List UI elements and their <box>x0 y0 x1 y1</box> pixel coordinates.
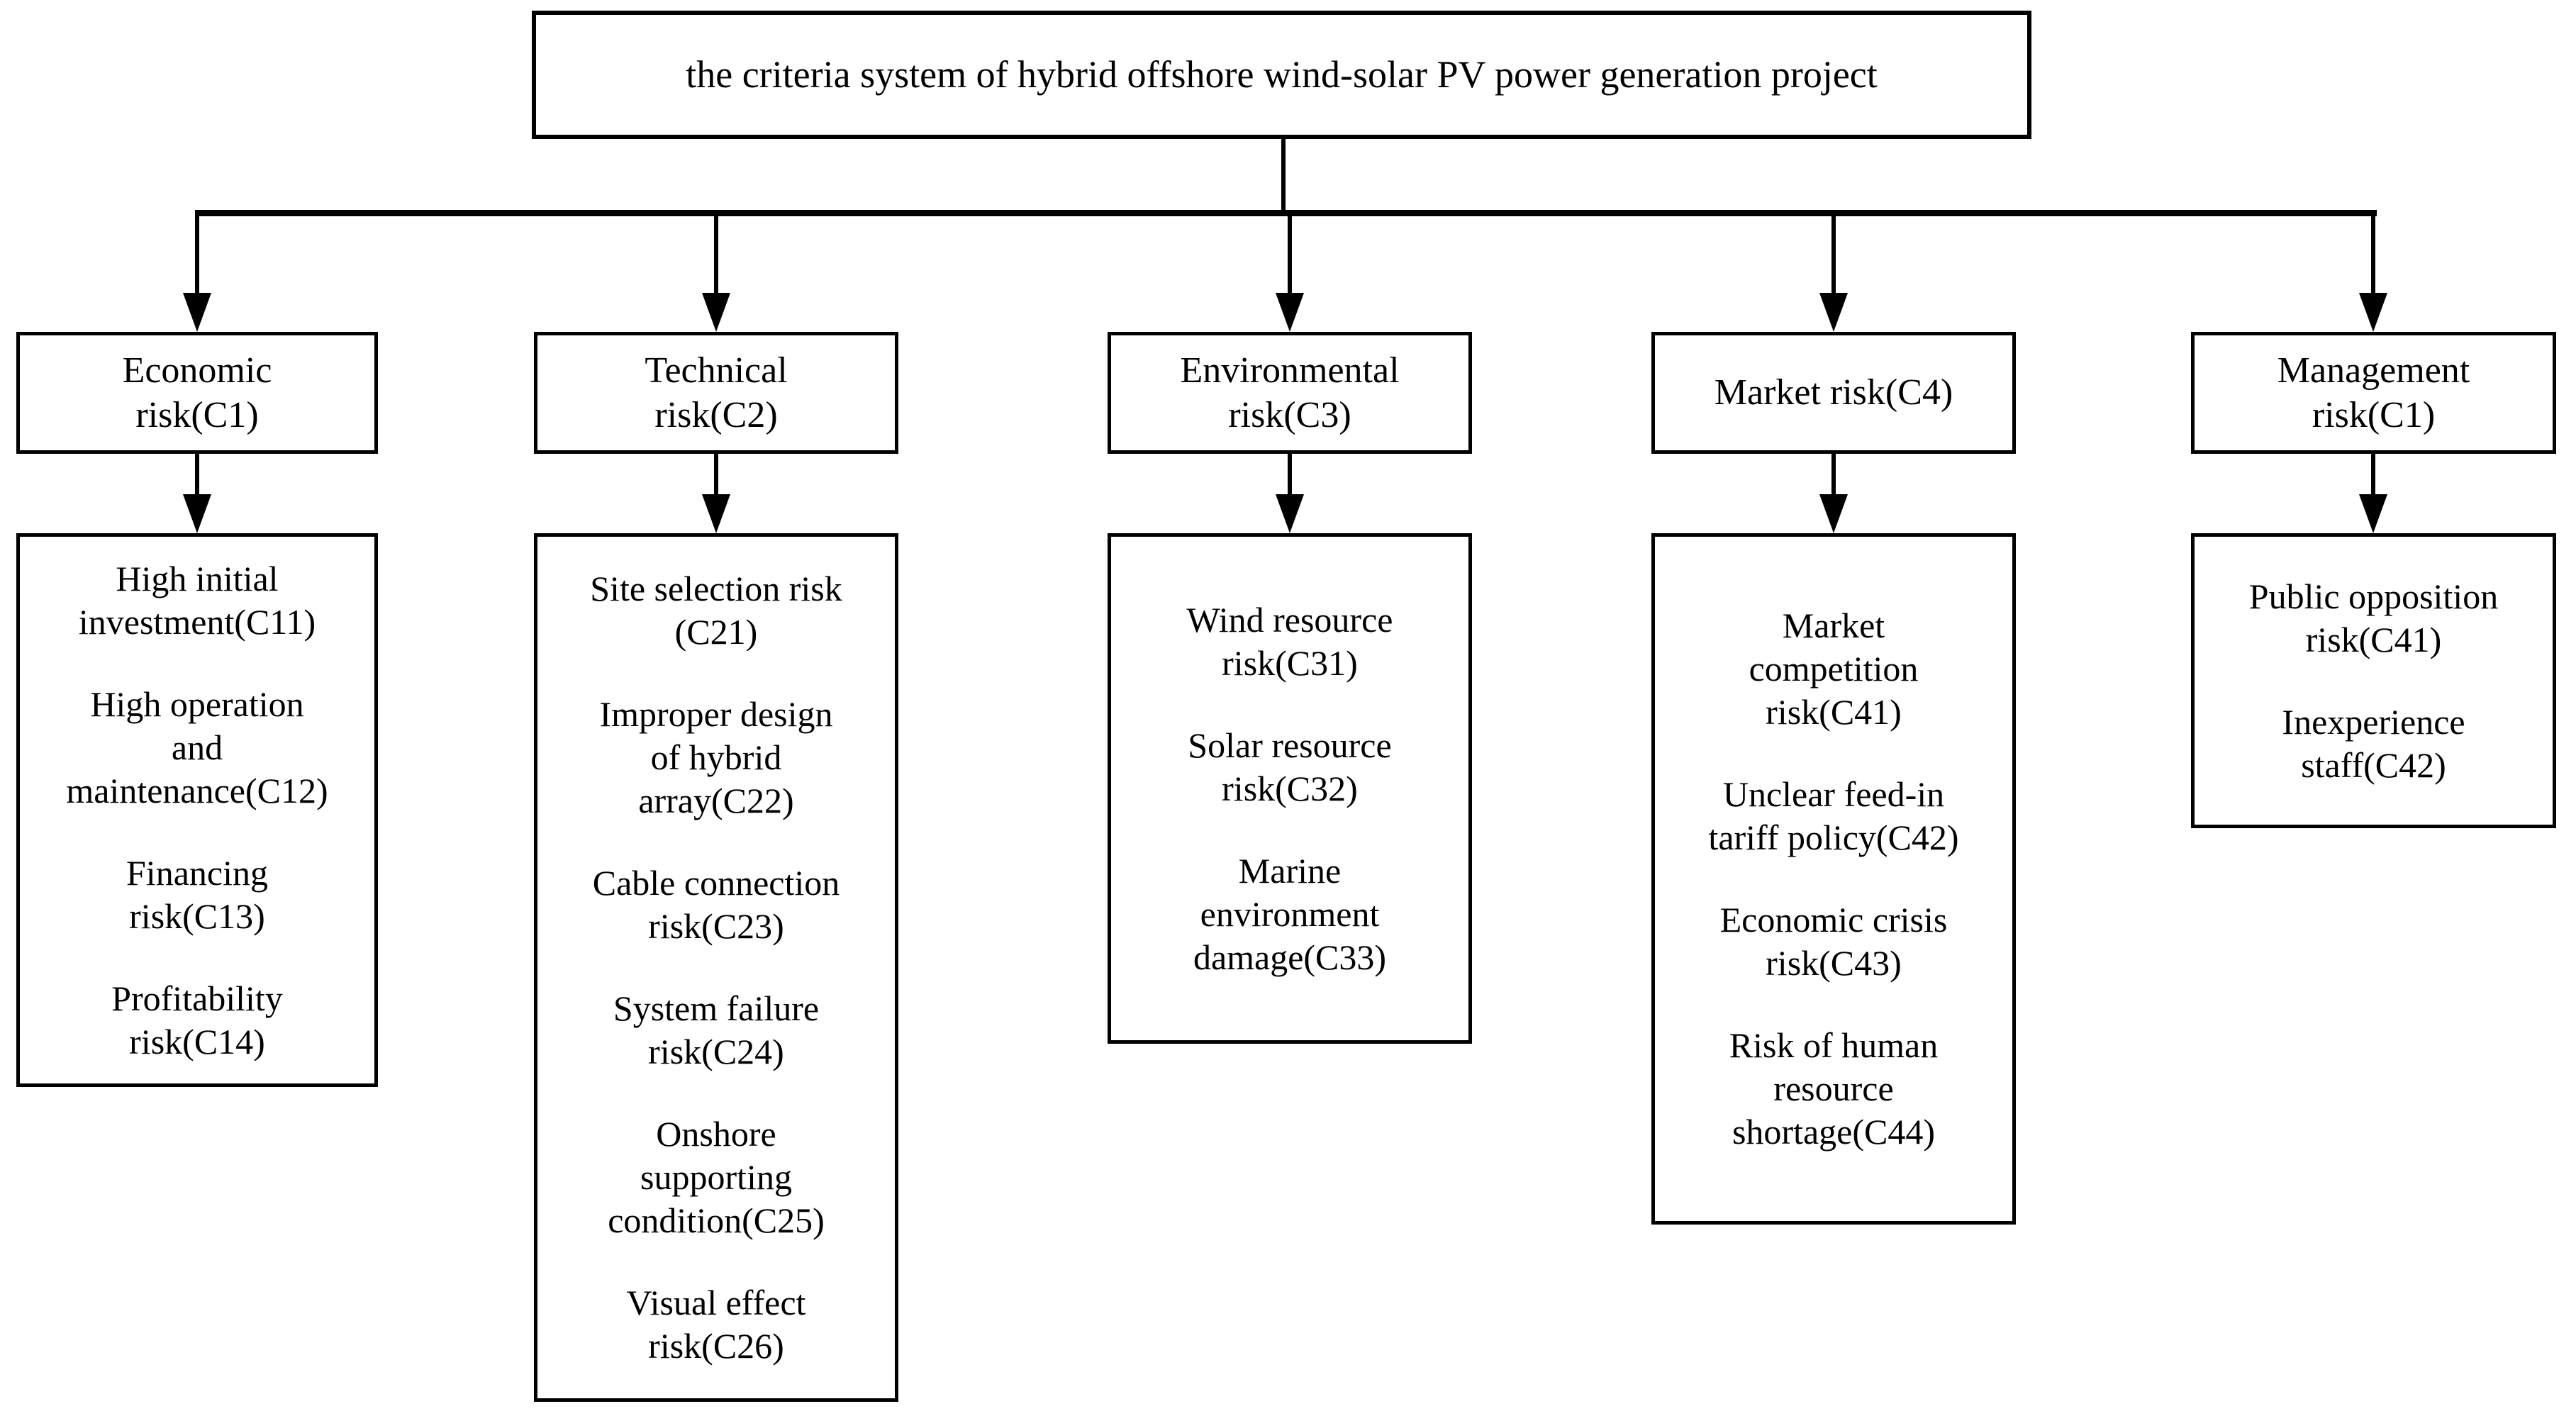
arrow-shaft-management <box>2371 214 2375 301</box>
subcriteria-item: Marine environment damage(C33) <box>1193 850 1387 977</box>
category-label-management: Management risk(C1) <box>2277 350 2470 435</box>
arrow-shaft-market-children <box>1831 454 1836 498</box>
category-box-economic: Economic risk(C1) <box>16 332 378 454</box>
subcriteria-box-economic: High initial investment(C11) High operat… <box>16 533 378 1087</box>
arrow-shaft-environmental-children <box>1288 454 1292 498</box>
subcriteria-box-technical: Site selection risk (C21) Improper desig… <box>534 533 898 1402</box>
subcriteria-item: Economic crisis risk(C43) <box>1719 900 1948 983</box>
subcriteria-item: Unclear feed-in tariff policy(C42) <box>1708 774 1959 857</box>
category-label-technical: Technical risk(C2) <box>645 350 788 435</box>
subcriteria-item: Financing risk(C13) <box>126 852 268 936</box>
arrow-shaft-management-children <box>2371 454 2375 498</box>
arrow-shaft-technical <box>714 214 718 301</box>
down-arrowhead-icon <box>1819 494 1848 533</box>
down-arrowhead-icon <box>1276 494 1304 533</box>
subcriteria-item: Cable connection risk(C23) <box>592 863 840 946</box>
arrow-shaft-environmental <box>1288 214 1292 301</box>
down-arrowhead-icon <box>2359 494 2387 533</box>
root-box: the criteria system of hybrid offshore w… <box>532 11 2031 139</box>
subcriteria-box-environmental: Wind resource risk(C31) Solar resource r… <box>1108 533 1472 1044</box>
category-label-environmental: Environmental risk(C3) <box>1180 350 1400 435</box>
subcriteria-item: Solar resource risk(C32) <box>1188 725 1392 808</box>
category-label-economic: Economic risk(C1) <box>122 350 272 435</box>
subcriteria-item: Profitability risk(C14) <box>111 978 283 1061</box>
subcriteria-item: Onshore supporting condition(C25) <box>608 1114 825 1240</box>
subcriteria-item: System failure risk(C24) <box>613 988 820 1071</box>
down-arrowhead-icon <box>183 494 211 533</box>
category-box-market: Market risk(C4) <box>1651 332 2016 454</box>
branch-horizontal-line <box>195 210 2377 216</box>
subcriteria-item: Risk of human resource shortage(C44) <box>1729 1025 1939 1152</box>
down-arrowhead-icon <box>2359 293 2387 332</box>
subcriteria-item: Inexperience staff(C42) <box>2282 701 2465 785</box>
arrow-shaft-economic-children <box>195 454 199 498</box>
root-stem-line <box>1281 136 1286 214</box>
arrow-shaft-economic <box>195 214 199 301</box>
down-arrowhead-icon <box>183 293 211 332</box>
subcriteria-box-management: Public opposition risk(C41) Inexperience… <box>2191 533 2556 828</box>
subcriteria-item: Wind resource risk(C31) <box>1186 599 1393 683</box>
category-box-environmental: Environmental risk(C3) <box>1108 332 1472 454</box>
subcriteria-box-market: Market competition risk(C41) Unclear fee… <box>1651 533 2016 1225</box>
down-arrowhead-icon <box>1276 293 1304 332</box>
subcriteria-item: Site selection risk (C21) <box>590 569 842 652</box>
category-label-market: Market risk(C4) <box>1714 372 1953 413</box>
down-arrowhead-icon <box>702 293 730 332</box>
subcriteria-item: Market competition risk(C41) <box>1749 606 1919 732</box>
down-arrowhead-icon <box>1819 293 1848 332</box>
subcriteria-item: Public opposition risk(C41) <box>2248 576 2499 659</box>
arrow-shaft-market <box>1831 214 1836 301</box>
category-box-technical: Technical risk(C2) <box>534 332 898 454</box>
down-arrowhead-icon <box>702 494 730 533</box>
arrow-shaft-technical-children <box>714 454 718 498</box>
category-box-management: Management risk(C1) <box>2191 332 2556 454</box>
root-label: the criteria system of hybrid offshore w… <box>686 53 1878 96</box>
subcriteria-item: Visual effect risk(C26) <box>626 1283 806 1366</box>
subcriteria-item: High operation and maintenance(C12) <box>66 684 328 810</box>
subcriteria-item: Improper design of hybrid array(C22) <box>599 694 833 820</box>
subcriteria-item: High initial investment(C11) <box>78 558 316 642</box>
